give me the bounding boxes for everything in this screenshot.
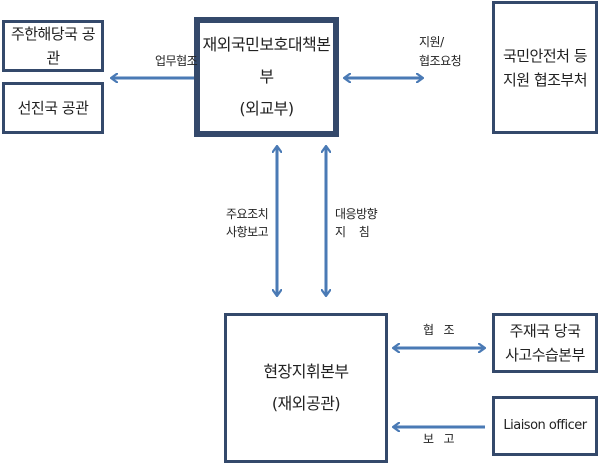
guidance-label-2: 지 침: [335, 225, 370, 239]
cooperation-label: 업무협조: [155, 54, 198, 68]
support-ministries-box: 국민안전처 등 지원 협조부처: [492, 1, 598, 134]
host-coop-label: 협 조: [423, 323, 455, 337]
field-title: 현장지휘본부: [263, 362, 349, 381]
support-label-2: 협조요청: [419, 54, 462, 68]
liaison-report-label: 보 고: [423, 432, 455, 446]
guidance-label-1: 대응방향: [335, 207, 378, 221]
support-title: 국민안전처 등: [502, 46, 588, 65]
advanced-embassy-label: 선진국 공관: [17, 99, 89, 117]
field-subtitle: (재외공관): [271, 394, 341, 413]
hq-box: 재외국민보호대책본부 (외교부): [194, 17, 339, 137]
host-subtitle: 사고수습본부: [505, 346, 585, 364]
advanced-embassy-box: 선진국 공관: [2, 82, 104, 134]
report-label-1: 주요조치: [226, 207, 269, 221]
support-label-1: 지원/: [419, 35, 444, 49]
report-label-2: 사항보고: [226, 225, 269, 239]
hq-title: 재외국민보호대책본부: [202, 35, 331, 86]
liaison-officer-box: Liaison officer: [492, 396, 598, 456]
support-subtitle: 지원 협조부처: [502, 70, 588, 89]
local-embassy-box: 주한해당국 공관: [2, 20, 104, 72]
local-embassy-label: 주한해당국 공관: [10, 25, 96, 67]
host-authority-box: 주재국 당국 사고수습본부: [492, 313, 598, 373]
host-title: 주재국 당국: [509, 322, 581, 340]
liaison-label: Liaison officer: [503, 417, 587, 433]
hq-subtitle: (외교부): [239, 99, 294, 118]
field-hq-box: 현장지휘본부 (재외공관): [224, 313, 388, 463]
